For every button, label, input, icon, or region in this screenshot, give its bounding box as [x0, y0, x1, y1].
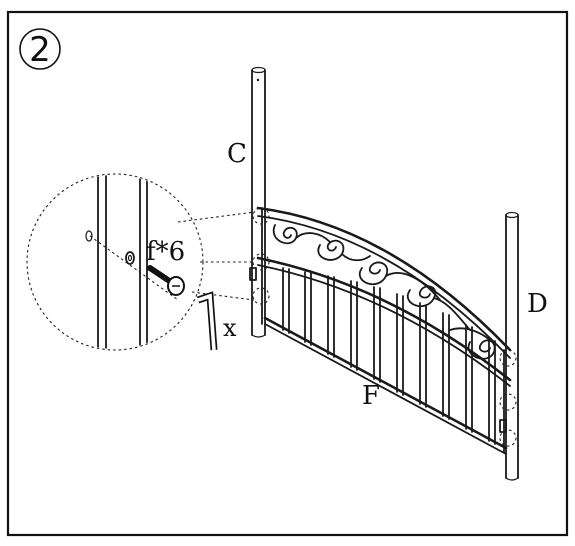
scroll-decoration	[272, 224, 496, 360]
label-panel-f: F	[362, 381, 380, 411]
post-c	[251, 66, 266, 338]
step-badge: 2	[19, 28, 61, 70]
label-bolt-qty: f*6	[146, 237, 185, 267]
leader-lines	[177, 211, 256, 301]
pickets	[282, 267, 496, 445]
diagram-frame	[6, 10, 569, 537]
attachment-points	[252, 207, 517, 447]
label-post-d: D	[527, 289, 548, 319]
washer-icon	[125, 251, 135, 265]
hex-key-icon	[196, 291, 218, 351]
label-post-c: C	[227, 139, 247, 169]
bolt-icon	[147, 265, 185, 296]
fence-panel-f	[249, 206, 512, 455]
label-tool-qty: x	[223, 314, 237, 342]
detail-magnifier	[26, 173, 204, 351]
step-number: 2	[29, 30, 51, 70]
circled-number-icon	[19, 28, 61, 70]
